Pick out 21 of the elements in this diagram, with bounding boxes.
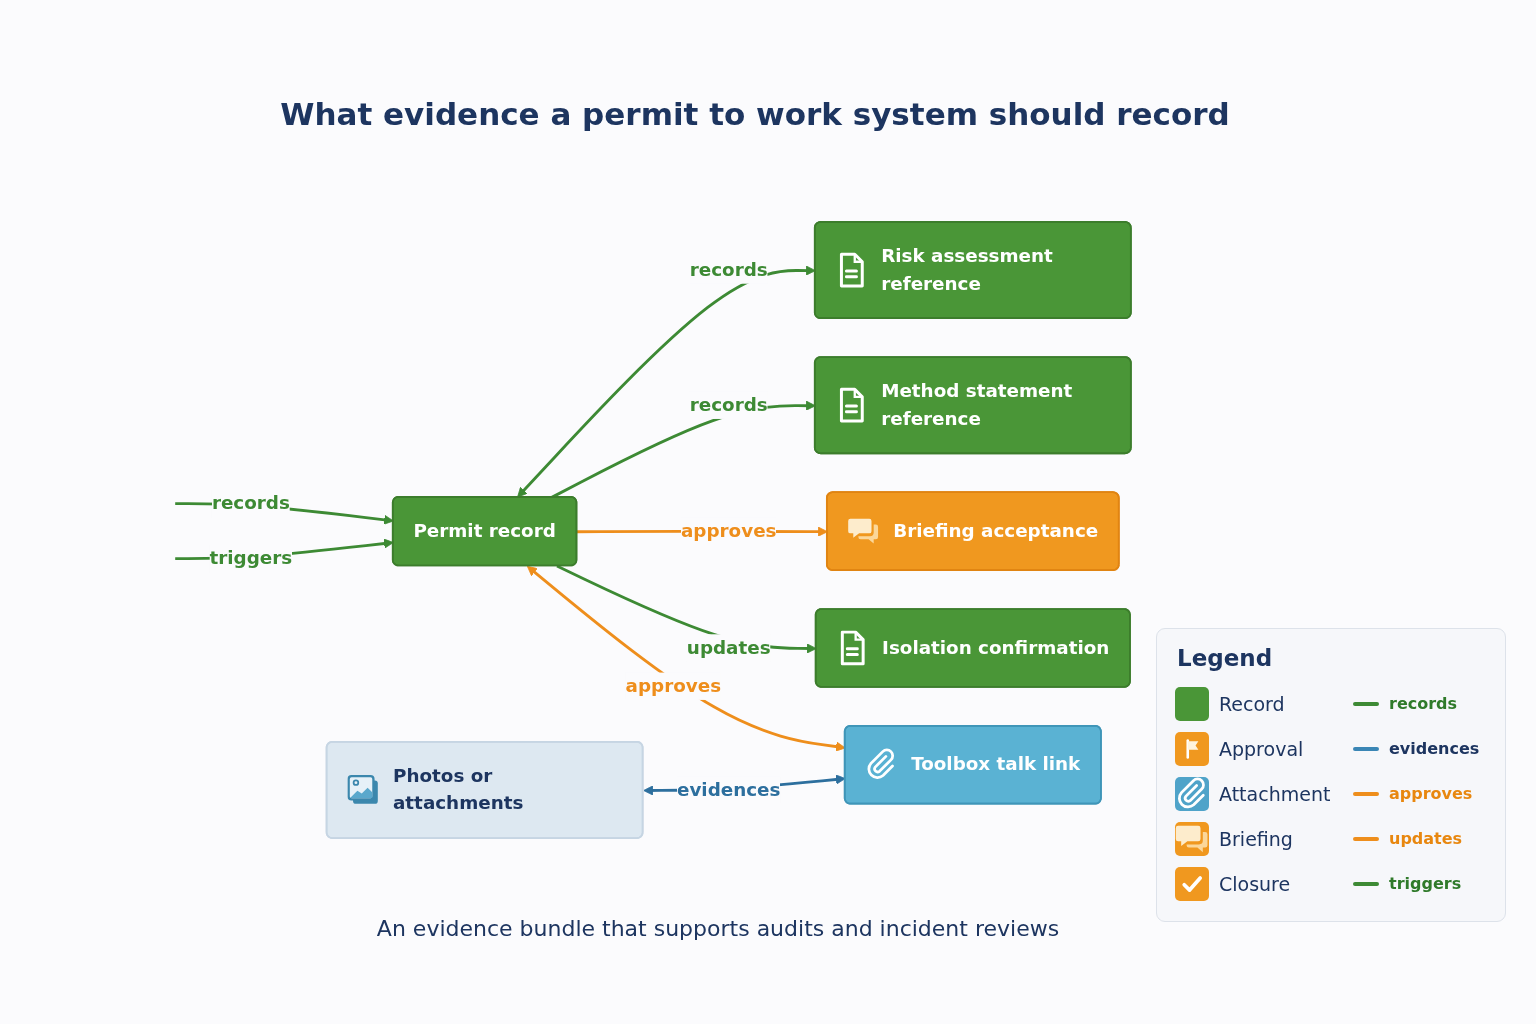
edge-label: records [689, 258, 768, 281]
edge-label: evidences [676, 778, 781, 801]
legend-label: Record [1219, 692, 1286, 716]
legend-label: approves [1389, 783, 1474, 805]
legend-label: Approval [1219, 737, 1305, 761]
legend-label: Closure [1219, 872, 1292, 896]
legend-label: evidences [1389, 738, 1481, 760]
legend-label: Attachment [1219, 782, 1332, 806]
legend-label: triggers [1389, 873, 1463, 895]
legend-label: updates [1389, 828, 1464, 850]
legend-label: Briefing [1219, 827, 1294, 851]
edge-label: triggers [209, 547, 293, 569]
edge-label: approves [680, 519, 777, 542]
diagram-caption: An evidence bundle that supports audits and incident reviews [376, 916, 1060, 941]
diagram-title: What evidence a permit to work system should record [280, 96, 1230, 132]
legend-label: records [1389, 693, 1459, 715]
edge-label: approves [625, 674, 722, 697]
legend-heading: Legend [1177, 645, 1273, 671]
edge-label: updates [686, 636, 771, 659]
edge-label: records [211, 492, 290, 514]
edge-label: records [689, 393, 768, 416]
